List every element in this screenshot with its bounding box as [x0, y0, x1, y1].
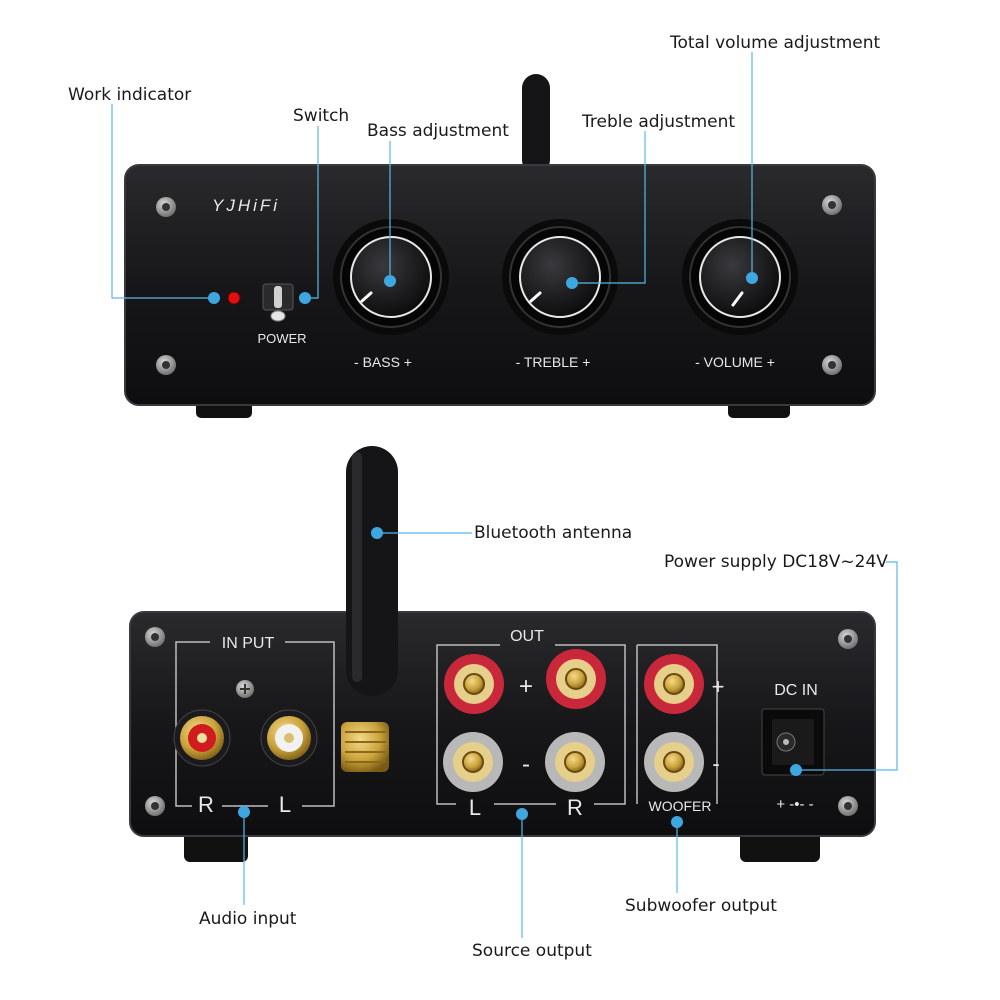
- leader-work-indicator: [111, 104, 214, 299]
- screw-icon: [236, 680, 254, 698]
- dot-marker: [671, 816, 683, 828]
- dc-in-label: DC IN: [774, 682, 818, 699]
- dot-marker: [566, 277, 578, 289]
- input-l-label: L: [279, 792, 291, 817]
- volume-knob[interactable]: [682, 219, 798, 335]
- output-frame: [436, 644, 626, 805]
- woofer-minus-label: -: [712, 751, 719, 776]
- screw-icon: [156, 197, 176, 217]
- binding-post-right-minus[interactable]: [545, 732, 605, 792]
- dot-marker: [371, 527, 383, 539]
- binding-post-right-plus[interactable]: [546, 649, 606, 709]
- bluetooth-antenna[interactable]: [341, 446, 398, 772]
- volume-label: - VOLUME +: [695, 354, 775, 370]
- screw-icon: [145, 627, 165, 647]
- bass-label: - BASS +: [354, 354, 412, 370]
- input-frame: [175, 641, 335, 807]
- screw-icon: [838, 796, 858, 816]
- leader-power-supply: [796, 561, 898, 771]
- dc-polarity-label: + -•- -: [776, 796, 813, 813]
- binding-post-woofer-minus[interactable]: [644, 732, 704, 792]
- treble-knob[interactable]: [502, 219, 618, 335]
- screw-icon: [838, 629, 858, 649]
- binding-post-left-plus[interactable]: [444, 654, 504, 714]
- leader-lines: [111, 52, 898, 938]
- binding-post-left-minus[interactable]: [443, 732, 503, 792]
- callout-subwoofer-output: Subwoofer output: [625, 896, 777, 916]
- front-panel: YJHiFi POWER - BASS + - TREBLE +: [124, 74, 876, 418]
- leader-dots: [208, 272, 802, 828]
- screw-icon: [822, 195, 842, 215]
- rca-jack-left[interactable]: [260, 709, 318, 767]
- screw-icon: [822, 355, 842, 375]
- callout-volume: Total volume adjustment: [670, 33, 881, 53]
- front-panel-body: [125, 165, 875, 405]
- dot-marker: [790, 764, 802, 776]
- out-r-label: R: [567, 795, 583, 820]
- callout-power-supply: Power supply DC18V~24V: [664, 552, 888, 572]
- out-l-label: L: [469, 795, 481, 820]
- callout-work-indicator: Work indicator: [68, 85, 192, 105]
- out-label: OUT: [510, 628, 544, 645]
- leader-treble: [572, 131, 646, 284]
- woofer-label: WOOFER: [649, 798, 712, 814]
- binding-post-woofer-plus[interactable]: [644, 654, 704, 714]
- screw-icon: [145, 796, 165, 816]
- rca-jack-right[interactable]: [173, 709, 231, 767]
- front-antenna: [522, 74, 550, 174]
- dot-marker: [208, 292, 220, 304]
- rear-panel: IN PUT R L OUT: [129, 446, 876, 862]
- power-led: [227, 291, 241, 305]
- dot-marker: [746, 272, 758, 284]
- brand-logo: YJHiFi: [212, 196, 280, 215]
- dot-marker: [299, 292, 311, 304]
- dot-marker: [384, 275, 396, 287]
- treble-label: - TREBLE +: [516, 354, 591, 370]
- dc-jack[interactable]: [761, 708, 825, 776]
- callout-source-output: Source output: [472, 941, 592, 961]
- power-label: POWER: [257, 331, 306, 346]
- input-r-label: R: [198, 792, 214, 817]
- woofer-plus-label: +: [712, 674, 725, 699]
- screw-icon: [156, 355, 176, 375]
- woofer-frame: [636, 644, 718, 804]
- callout-bass: Bass adjustment: [367, 121, 509, 141]
- callout-switch: Switch: [293, 106, 350, 126]
- callout-treble: Treble adjustment: [582, 112, 736, 132]
- callout-antenna: Bluetooth antenna: [474, 523, 633, 543]
- power-switch[interactable]: [262, 283, 294, 322]
- dot-marker: [516, 808, 528, 820]
- out-minus-label: -: [522, 751, 530, 778]
- out-plus-label: +: [519, 673, 533, 700]
- dot-marker: [238, 806, 250, 818]
- callout-audio-input: Audio input: [199, 909, 297, 929]
- input-label: IN PUT: [222, 635, 275, 652]
